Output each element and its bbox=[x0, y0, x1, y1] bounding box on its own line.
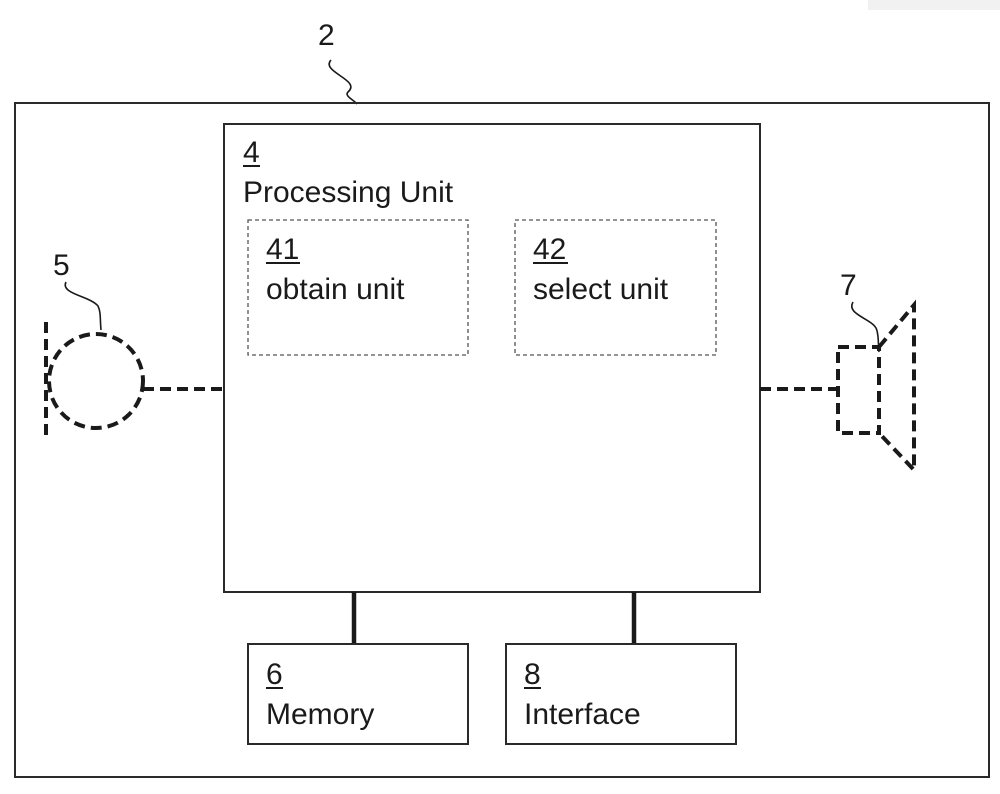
device-ref-leader bbox=[328, 59, 358, 105]
obtain-unit-ref: 41 bbox=[266, 233, 299, 266]
interface-label: Interface bbox=[524, 698, 641, 731]
obtain-unit-label: obtain unit bbox=[266, 273, 405, 306]
loudspeaker-ref-number: 7 bbox=[840, 269, 857, 302]
corner-tab bbox=[868, 0, 1000, 10]
select-unit-ref: 42 bbox=[533, 233, 566, 266]
memory-ref: 6 bbox=[266, 658, 283, 691]
device-frame bbox=[14, 102, 990, 778]
select-unit-label: select unit bbox=[533, 273, 669, 306]
memory-box bbox=[247, 643, 469, 745]
obtain-unit-box bbox=[247, 219, 469, 356]
processing-unit-ref: 4 bbox=[243, 136, 260, 169]
microphone-ref-number: 5 bbox=[53, 249, 70, 282]
processing-unit-label: Processing Unit bbox=[243, 176, 454, 209]
loudspeaker-body-icon bbox=[836, 345, 881, 435]
device-ref-number: 2 bbox=[318, 19, 335, 52]
select-unit-box bbox=[514, 219, 717, 356]
loudspeaker-ref-leader bbox=[850, 301, 880, 353]
loudspeaker-cone-icon bbox=[877, 299, 916, 476]
interface-box bbox=[505, 643, 737, 745]
microphone-icon bbox=[47, 332, 145, 430]
interface-ref: 8 bbox=[524, 658, 541, 691]
processing-unit-box bbox=[223, 123, 761, 593]
memory-label: Memory bbox=[266, 698, 374, 731]
microphone-ref-leader bbox=[64, 281, 102, 331]
